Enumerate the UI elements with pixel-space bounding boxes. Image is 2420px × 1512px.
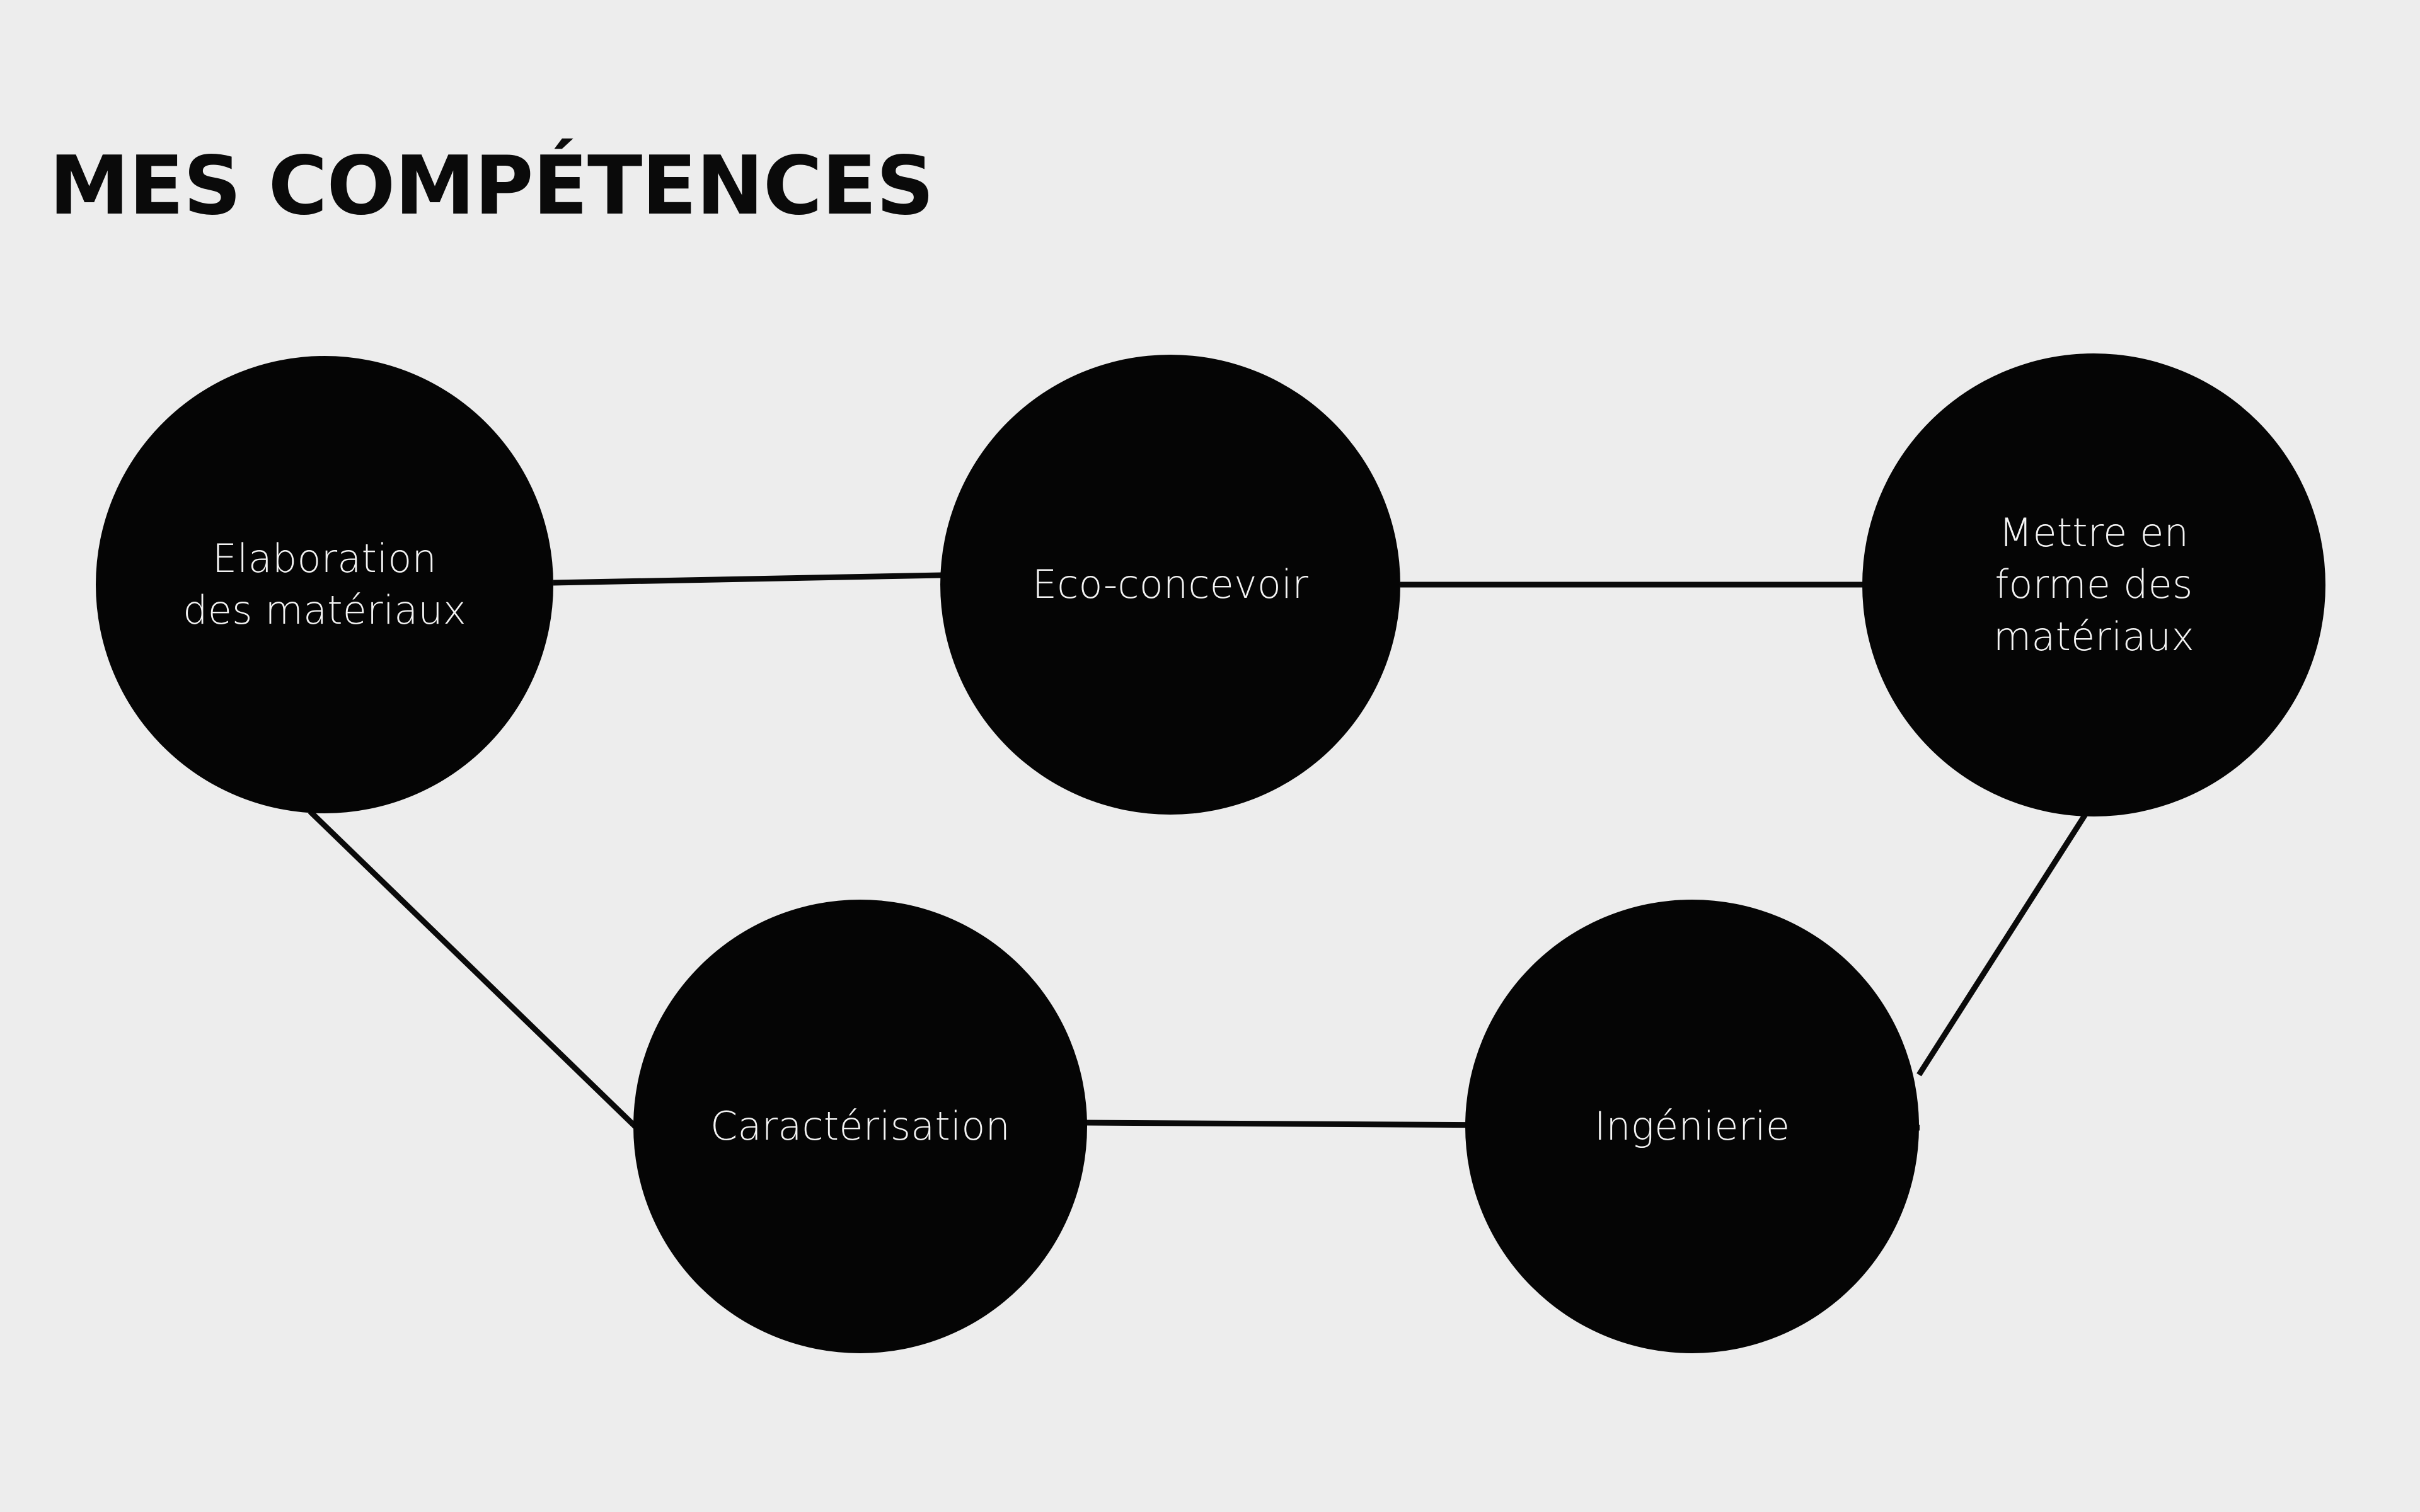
- node-label-ingenierie: Ingénierie: [1594, 1102, 1790, 1149]
- node-caracterisation[interactable]: Caractérisation: [633, 900, 1087, 1353]
- node-mise-en-forme[interactable]: Mettre en forme des matériaux: [1862, 353, 2325, 816]
- node-eco-concevoir[interactable]: Eco-concevoir: [940, 355, 1400, 815]
- node-elaboration[interactable]: Elaboration des matériaux: [96, 356, 553, 813]
- node-label-mise-en-forme: Mettre en forme des matériaux: [1993, 509, 2195, 660]
- edge-elaboration-caracterisation: [308, 809, 640, 1131]
- edge-ingenierie-mise-en-forme: [1916, 810, 2090, 1077]
- node-label-eco-concevoir: Eco-concevoir: [1032, 561, 1309, 607]
- node-label-caracterisation: Caractérisation: [710, 1102, 1011, 1149]
- edge-elaboration-eco-concevoir: [553, 572, 943, 586]
- page-title: MES COMPÉTENCES: [49, 139, 934, 233]
- node-ingenierie[interactable]: Ingénierie: [1465, 900, 1919, 1353]
- node-label-elaboration: Elaboration des matériaux: [183, 535, 466, 633]
